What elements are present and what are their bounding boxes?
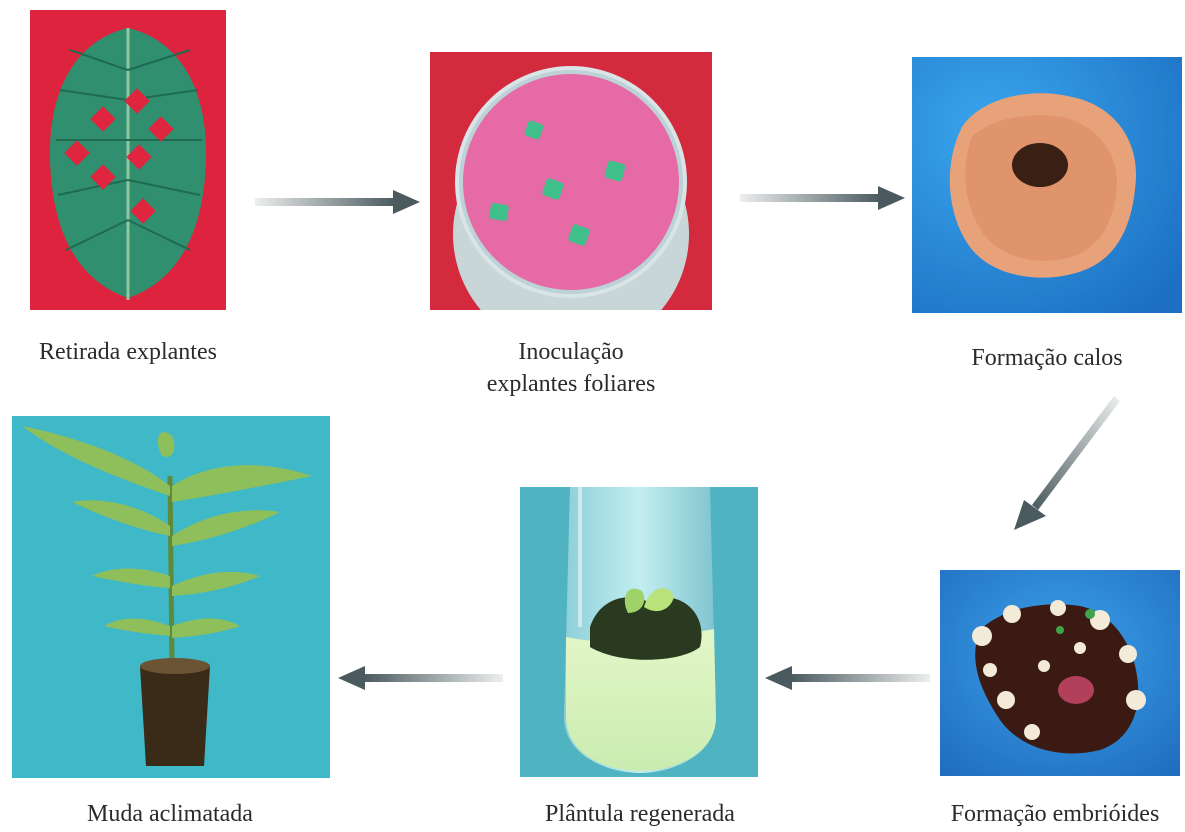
step-label-inoculacao-line2: explantes foliares	[430, 368, 712, 400]
step-label-plantula: Plântula regenerada	[505, 798, 775, 830]
step-label-inoculacao-line1: Inoculação	[430, 336, 712, 368]
plantlet-tube-photo	[520, 487, 758, 777]
step-label-formacao-calos: Formação calos	[912, 342, 1182, 374]
embryoids-photo	[940, 570, 1180, 776]
arrow-left-1	[765, 666, 930, 690]
arrow-right-2	[740, 186, 905, 210]
leaf-explants-photo	[30, 10, 226, 310]
arrow-left-2	[338, 666, 503, 690]
step-label-formacao-embrioides: Formação embrióides	[925, 798, 1185, 830]
arrow-right-1	[255, 190, 420, 214]
seedling-photo	[12, 416, 330, 778]
petri-dish-photo	[430, 52, 712, 310]
step-label-inoculacao: Inoculação explantes foliares	[430, 336, 712, 400]
arrow-down-left	[1010, 392, 1120, 532]
step-label-retirada: Retirada explantes	[0, 336, 256, 368]
step-label-muda: Muda aclimatada	[20, 798, 320, 830]
callus-photo	[912, 57, 1182, 313]
